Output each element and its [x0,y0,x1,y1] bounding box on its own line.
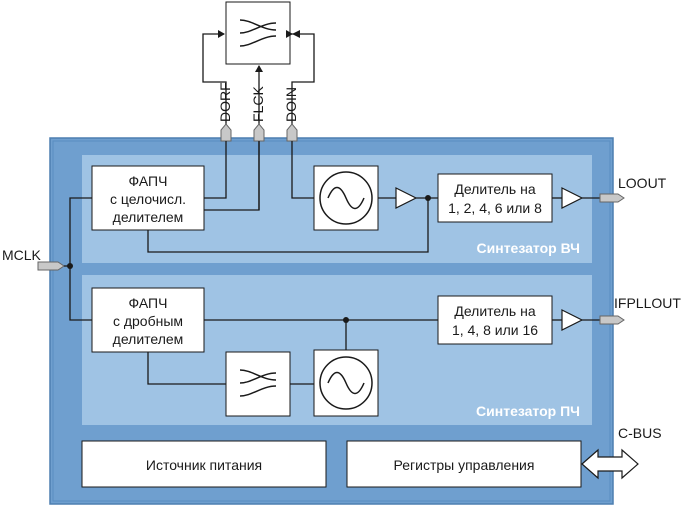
power-supply-box [81,440,327,488]
rf-divider-line-1: Делитель на [454,181,535,197]
pin-label-mclk: MCLK [2,247,42,263]
control-registers-box [346,440,582,488]
pin-label-doin: DOIN [283,87,299,122]
rf-pll-line-2: с целочисл. [110,191,186,207]
control-registers-label: Регистры управления [394,457,535,473]
pin-label-dorf: DORF [217,82,233,122]
rf-pll-line-3: делителем [113,209,184,225]
oscillator-icon [319,356,373,410]
pin-label-cbus: C-BUS [618,425,662,441]
pin-connector-icon [220,123,298,142]
pin-connector-icon [599,315,625,325]
pin-label-ifpllout: IFPLLOUT [614,295,681,311]
if-pll-line-2: с дробным [113,313,183,329]
if-pll-line-1: ФАПЧ [129,295,168,311]
rf-synth-title: Синтезатор ВЧ [477,240,580,256]
amplifier-icon [561,187,584,209]
if-pll-box [91,287,205,353]
rf-divider-line-2: 1, 2, 4, 6 или 8 [448,200,542,216]
filter-icon [239,369,277,397]
if-divider-line-1: Делитель на [454,303,535,319]
pin-connector-icon [599,193,625,203]
external-filter-box [225,1,291,65]
power-supply-label: Источник питания [146,457,262,473]
bidirectional-arrow-icon [581,448,639,480]
if-synth-title: Синтезатор ПЧ [476,403,580,419]
pin-label-flck: FLCK [250,86,266,122]
pin-label-loout: LOOUT [618,175,667,191]
if-filter-box [225,351,291,417]
if-divider-line-2: 1, 4, 8 или 16 [452,322,538,338]
rf-divider-box [437,173,553,223]
rf-pll-line-1: ФАПЧ [129,173,168,189]
if-divider-box [437,295,553,345]
oscillator-icon [319,171,373,225]
amplifier-icon [395,187,418,209]
amplifier-icon [561,309,584,331]
if-pll-line-3: делителем [113,331,184,347]
pin-connector-icon [37,261,65,271]
filter-icon [239,19,277,47]
rf-pll-box [91,165,205,231]
